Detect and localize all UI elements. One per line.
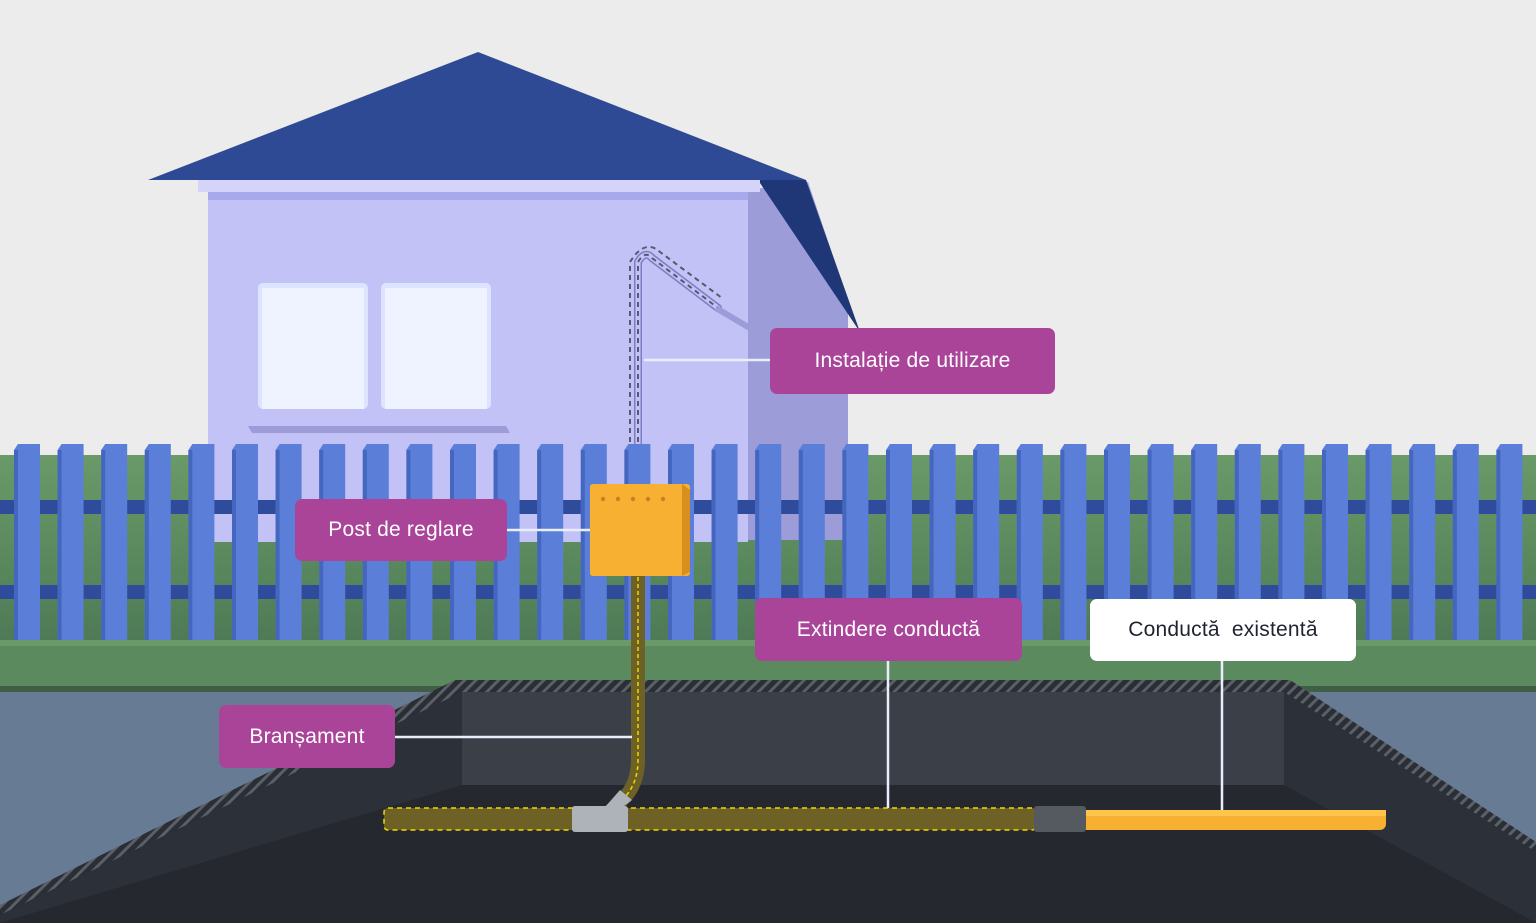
fence-picket xyxy=(14,444,40,642)
fence-picket xyxy=(275,444,302,642)
roof-eave-shadow xyxy=(208,192,748,200)
roof-side xyxy=(758,180,860,332)
fence-picket xyxy=(188,444,215,642)
roof-eave xyxy=(198,180,760,192)
fence-picket xyxy=(1278,444,1305,642)
fence-picket xyxy=(1104,444,1130,642)
fence-picket xyxy=(886,444,912,642)
roof xyxy=(148,52,806,180)
trench-back-wall xyxy=(462,692,1284,785)
fence-picket xyxy=(1191,444,1218,642)
label-instalatie-de-utilizare: Instalație de utilizare xyxy=(770,328,1055,394)
fence-picket xyxy=(1234,444,1261,642)
tee-fitting xyxy=(572,806,628,832)
regulator-box xyxy=(590,484,690,576)
fence-picket xyxy=(1365,444,1392,642)
pipe-coupling xyxy=(1034,806,1086,832)
label-conducta-existenta: Conductă existentă xyxy=(1090,599,1356,661)
fence-picket xyxy=(711,444,738,642)
fence-picket xyxy=(755,444,782,642)
fence-picket xyxy=(1060,444,1087,642)
fence-picket xyxy=(798,444,825,642)
fence-picket xyxy=(1147,444,1174,642)
indoor-pipe-stub xyxy=(714,305,772,343)
fence-picket xyxy=(1452,444,1479,642)
fence-picket xyxy=(929,444,956,642)
window-sill xyxy=(248,426,510,433)
fence-picket xyxy=(1496,444,1523,642)
fence-picket xyxy=(57,444,84,642)
label-post-de-reglare: Post de reglare xyxy=(295,499,507,561)
fence-picket xyxy=(1322,444,1348,642)
fence-picket xyxy=(842,444,869,642)
fence-picket xyxy=(101,444,128,642)
pipes xyxy=(383,790,1386,832)
extension-pipe xyxy=(384,808,1036,830)
fence-picket xyxy=(1016,444,1043,642)
fence-picket xyxy=(537,444,564,642)
fence-picket xyxy=(973,444,1000,642)
fence-picket xyxy=(144,444,171,642)
trench-right-wall xyxy=(1284,692,1536,923)
label-extindere-conducta: Extindere conductă xyxy=(755,598,1022,661)
fence-picket xyxy=(232,444,258,642)
fence-picket xyxy=(1409,444,1436,642)
leader-lines xyxy=(394,358,1224,810)
label-bransament: Branșament xyxy=(219,705,395,768)
